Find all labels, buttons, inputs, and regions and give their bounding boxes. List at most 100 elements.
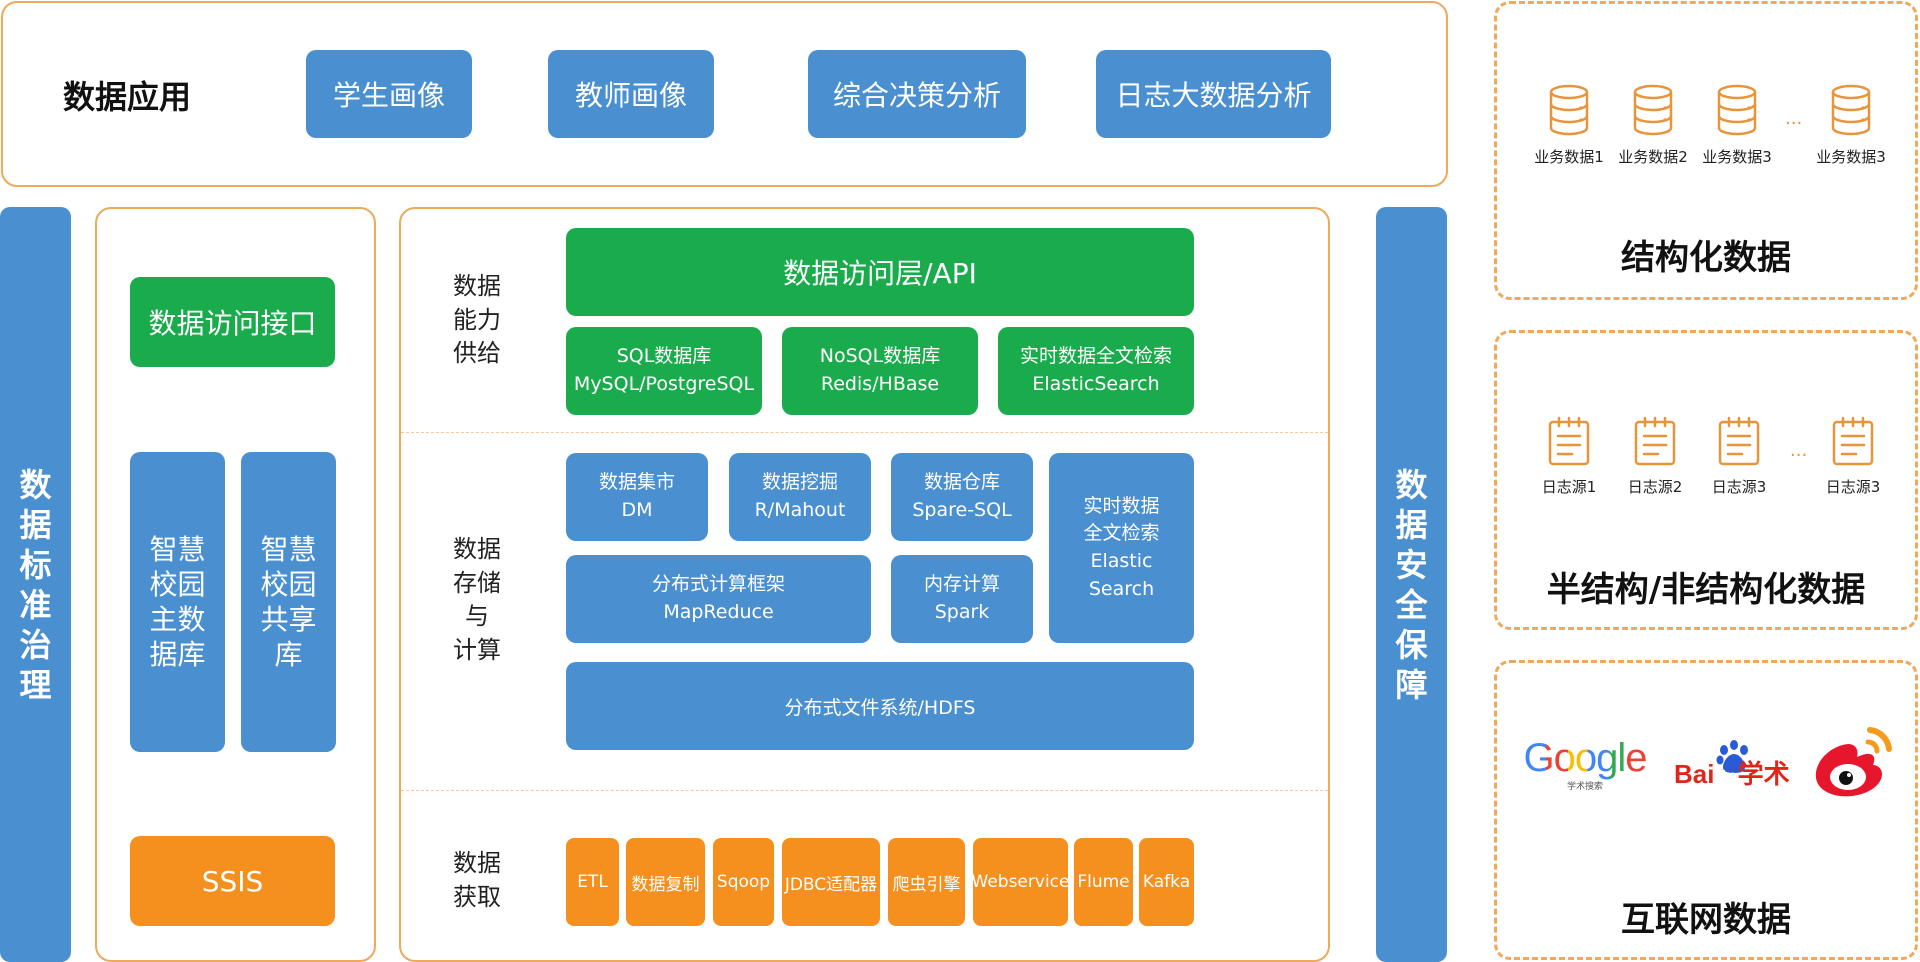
- nosql-database-box: NoSQL数据库 Redis/HBase: [782, 327, 978, 415]
- box-line: Elastic: [1090, 550, 1153, 572]
- sql-database-box: SQL数据库 MySQL/PostgreSQL: [566, 327, 762, 415]
- security-char: 安: [1395, 545, 1428, 584]
- tool-data-replication: 数据复制: [626, 838, 705, 926]
- supply-layer-label: 数据 能力 供给: [440, 270, 514, 371]
- box-line: Redis/HBase: [820, 373, 940, 395]
- box-line: 数据挖掘: [761, 471, 838, 494]
- box-line: Search: [1088, 577, 1155, 600]
- tool-webservice: Webservice: [972, 838, 1069, 926]
- log-document-icon: [1718, 416, 1760, 466]
- baidu-wordmark-a: Bai: [1674, 759, 1715, 789]
- data-security-bar: 数 据 安 全 保 障: [1376, 207, 1447, 962]
- app-decision-analysis: 综合决策分析: [808, 50, 1026, 138]
- box-line: 实时数据全文检索: [1019, 345, 1172, 368]
- log-document-icon: [1548, 416, 1590, 466]
- semi-ellipsis: ...: [1790, 440, 1808, 461]
- semi-structured-title: 半结构/非结构化数据: [1546, 570, 1866, 610]
- log-document-icon: [1832, 416, 1874, 466]
- log-document-icon: [1634, 416, 1676, 466]
- data-mart-box: 数据集市 DM: [566, 453, 708, 541]
- box-line: MapReduce: [663, 601, 774, 623]
- layer-separator: [401, 790, 1328, 791]
- tool-crawler: 爬虫引擎: [888, 838, 965, 926]
- log-source-3: 日志源3: [1694, 416, 1784, 497]
- label-line: 计算: [453, 635, 501, 664]
- business-data-n: 业务数据3: [1806, 84, 1896, 167]
- weibo-logo: [1812, 722, 1896, 802]
- box-line: 数据集市: [598, 471, 675, 494]
- box-line: ElasticSearch: [1032, 373, 1160, 395]
- data-governance-bar: 数 据 标 准 治 理: [0, 207, 71, 962]
- structured-data-panel: [1494, 1, 1918, 300]
- shared-db-text: 共享: [260, 603, 317, 636]
- hdfs-box: 分布式文件系统/HDFS: [566, 662, 1194, 750]
- internet-data-panel: [1494, 660, 1918, 960]
- acquire-layer-label: 数据 获取: [440, 847, 514, 914]
- internet-data-title: 互联网数据: [1621, 900, 1791, 940]
- shared-db-text: 智慧: [260, 533, 317, 566]
- tool-kafka: Kafka: [1139, 838, 1194, 926]
- security-char: 障: [1395, 665, 1428, 704]
- security-char: 全: [1395, 585, 1428, 624]
- governance-char: 理: [19, 665, 52, 704]
- business-data-1: 业务数据1: [1524, 84, 1614, 167]
- semi-structured-panel: [1494, 330, 1918, 630]
- tool-sqoop: Sqoop: [713, 838, 774, 926]
- shared-db-text: 库: [274, 638, 303, 671]
- business-data-caption: 业务数据3: [1702, 148, 1772, 166]
- log-source-caption: 日志源2: [1627, 478, 1683, 496]
- business-data-caption: 业务数据3: [1816, 148, 1886, 166]
- app-log-analysis: 日志大数据分析: [1096, 50, 1331, 138]
- ssis-box: SSIS: [130, 836, 335, 926]
- app-student-profile: 学生画像: [306, 50, 472, 138]
- governance-char: 数: [19, 465, 52, 504]
- data-application-title: 数据应用: [63, 78, 192, 116]
- box-line: 实时数据: [1083, 494, 1160, 517]
- box-line: SQL数据库: [616, 345, 712, 368]
- database-icon: [1549, 84, 1589, 136]
- business-data-caption: 业务数据1: [1534, 148, 1604, 166]
- log-source-caption: 日志源3: [1711, 478, 1767, 496]
- business-data-3: 业务数据3: [1692, 84, 1782, 167]
- baidu-wordmark-b: du: [1717, 767, 1735, 783]
- log-source-n: 日志源3: [1808, 416, 1898, 497]
- log-source-1: 日志源1: [1524, 416, 1614, 497]
- master-database: 智慧 校园 主数 据库: [130, 452, 225, 752]
- label-line: 数据: [453, 849, 501, 877]
- master-db-text: 据库: [149, 638, 206, 671]
- box-line: 全文检索: [1083, 522, 1160, 545]
- box-line: 数据仓库: [923, 471, 1000, 494]
- label-line: 获取: [453, 882, 501, 911]
- box-line: Spark: [934, 601, 990, 623]
- label-line: 数据: [453, 272, 501, 300]
- label-line: 数据: [453, 535, 501, 563]
- master-db-text: 主数: [149, 603, 206, 636]
- mapreduce-box: 分布式计算框架 MapReduce: [566, 555, 871, 643]
- storage-layer-label: 数据 存储 与 计算: [440, 533, 514, 667]
- label-line: 存储: [453, 568, 501, 597]
- security-char: 保: [1395, 625, 1428, 664]
- log-source-2: 日志源2: [1610, 416, 1700, 497]
- business-data-caption: 业务数据2: [1618, 148, 1688, 166]
- governance-char: 标: [19, 545, 52, 584]
- tool-etl: ETL: [566, 838, 619, 926]
- security-char: 数: [1395, 465, 1428, 504]
- data-mining-box: 数据挖掘 R/Mahout: [729, 453, 871, 541]
- log-source-caption: 日志源1: [1541, 478, 1597, 496]
- app-teacher-profile: 教师画像: [548, 50, 714, 138]
- governance-char: 治: [19, 625, 52, 664]
- data-access-api: 数据访问层/API: [566, 228, 1194, 316]
- box-line: R/Mahout: [754, 499, 846, 521]
- structured-ellipsis: ...: [1785, 108, 1803, 129]
- governance-char: 准: [19, 585, 52, 624]
- layer-separator: [401, 432, 1328, 433]
- label-line: 与: [465, 602, 489, 631]
- log-source-caption: 日志源3: [1825, 478, 1881, 496]
- elasticsearch-box: 实时数据全文检索 ElasticSearch: [998, 327, 1194, 415]
- database-icon: [1633, 84, 1673, 136]
- master-db-text: 智慧: [149, 533, 206, 566]
- baidu-paw-icon: [1716, 740, 1748, 773]
- shared-db-text: 校园: [260, 568, 317, 601]
- baidu-wordmark-c: 学术: [1737, 759, 1790, 789]
